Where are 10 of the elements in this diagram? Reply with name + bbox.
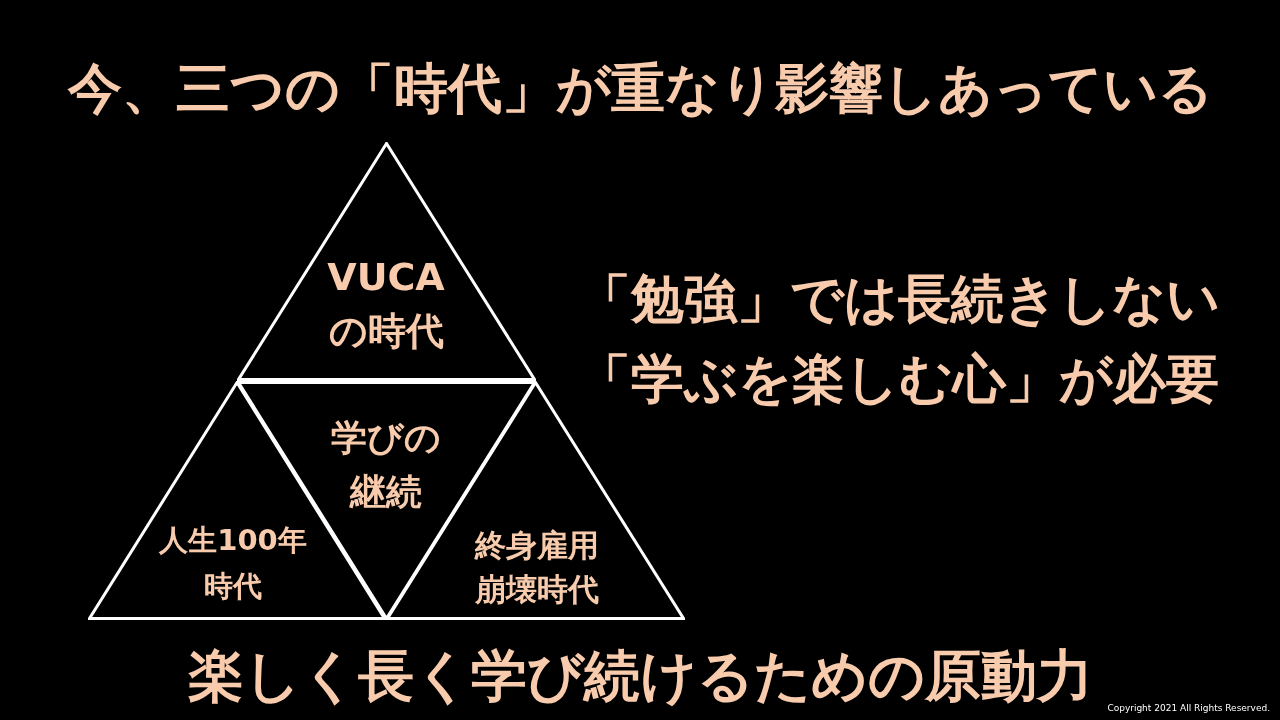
triangle-label: 学びの継続 (330, 416, 442, 514)
triangle-label: VUCAの時代 (326, 254, 446, 355)
triangle-label: 終身雇用崩壊時代 (473, 526, 600, 609)
triangle (237, 142, 536, 381)
triangle-label: 人生100年時代 (158, 522, 308, 605)
conclusion-text: 楽しく長く学び続けるための原動力 (187, 643, 1093, 709)
message-text: 「学ぶを楽しむ心」が必要 (578, 347, 1219, 411)
slide-title: 今、三つの「時代」が重なり影響しあっている (67, 56, 1213, 122)
message-text: 「勉強」では長続きしない (578, 267, 1220, 331)
copyright-text: Copyright 2021 All Rights Reserved. (1107, 702, 1270, 714)
